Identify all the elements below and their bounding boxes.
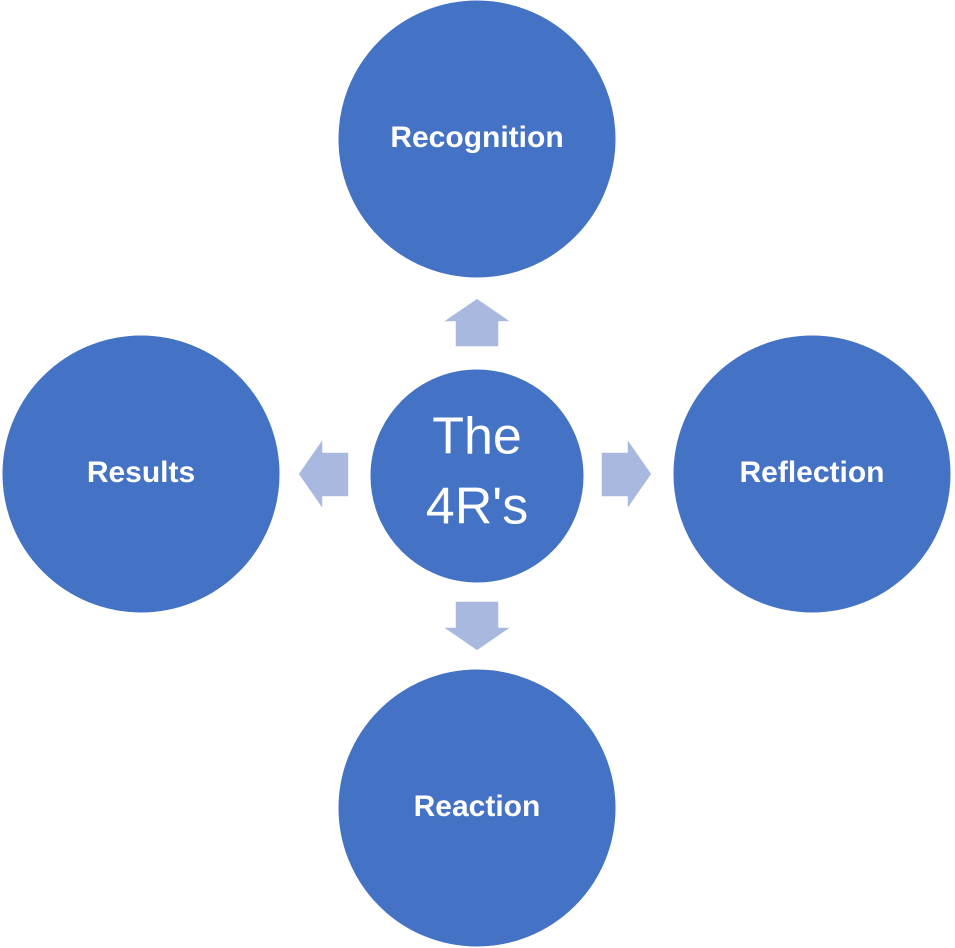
- node-recognition-circle: [335, 0, 619, 281]
- node-reaction: Reaction: [335, 666, 619, 948]
- node-results-label: Results: [87, 456, 195, 489]
- node-center: The 4R's: [367, 366, 587, 586]
- center-label-line2: 4R's: [426, 478, 528, 536]
- arrow-left-icon: [297, 435, 350, 513]
- arrow-right-icon: [600, 435, 653, 513]
- node-center-circle: [367, 366, 587, 586]
- node-reaction-circle: [335, 666, 619, 948]
- center-label-line1: The: [432, 408, 522, 466]
- node-recognition: Recognition: [335, 0, 619, 281]
- arrow-up-icon: [439, 297, 515, 348]
- node-reaction-label: Reaction: [414, 790, 541, 823]
- node-results: Results: [0, 332, 283, 616]
- node-results-circle: [0, 332, 283, 616]
- node-reflection: Reflection: [670, 332, 954, 616]
- node-recognition-label: Recognition: [390, 121, 563, 154]
- arrow-down-icon: [439, 600, 515, 652]
- node-reflection-circle: [670, 332, 954, 616]
- node-reflection-label: Reflection: [739, 456, 884, 489]
